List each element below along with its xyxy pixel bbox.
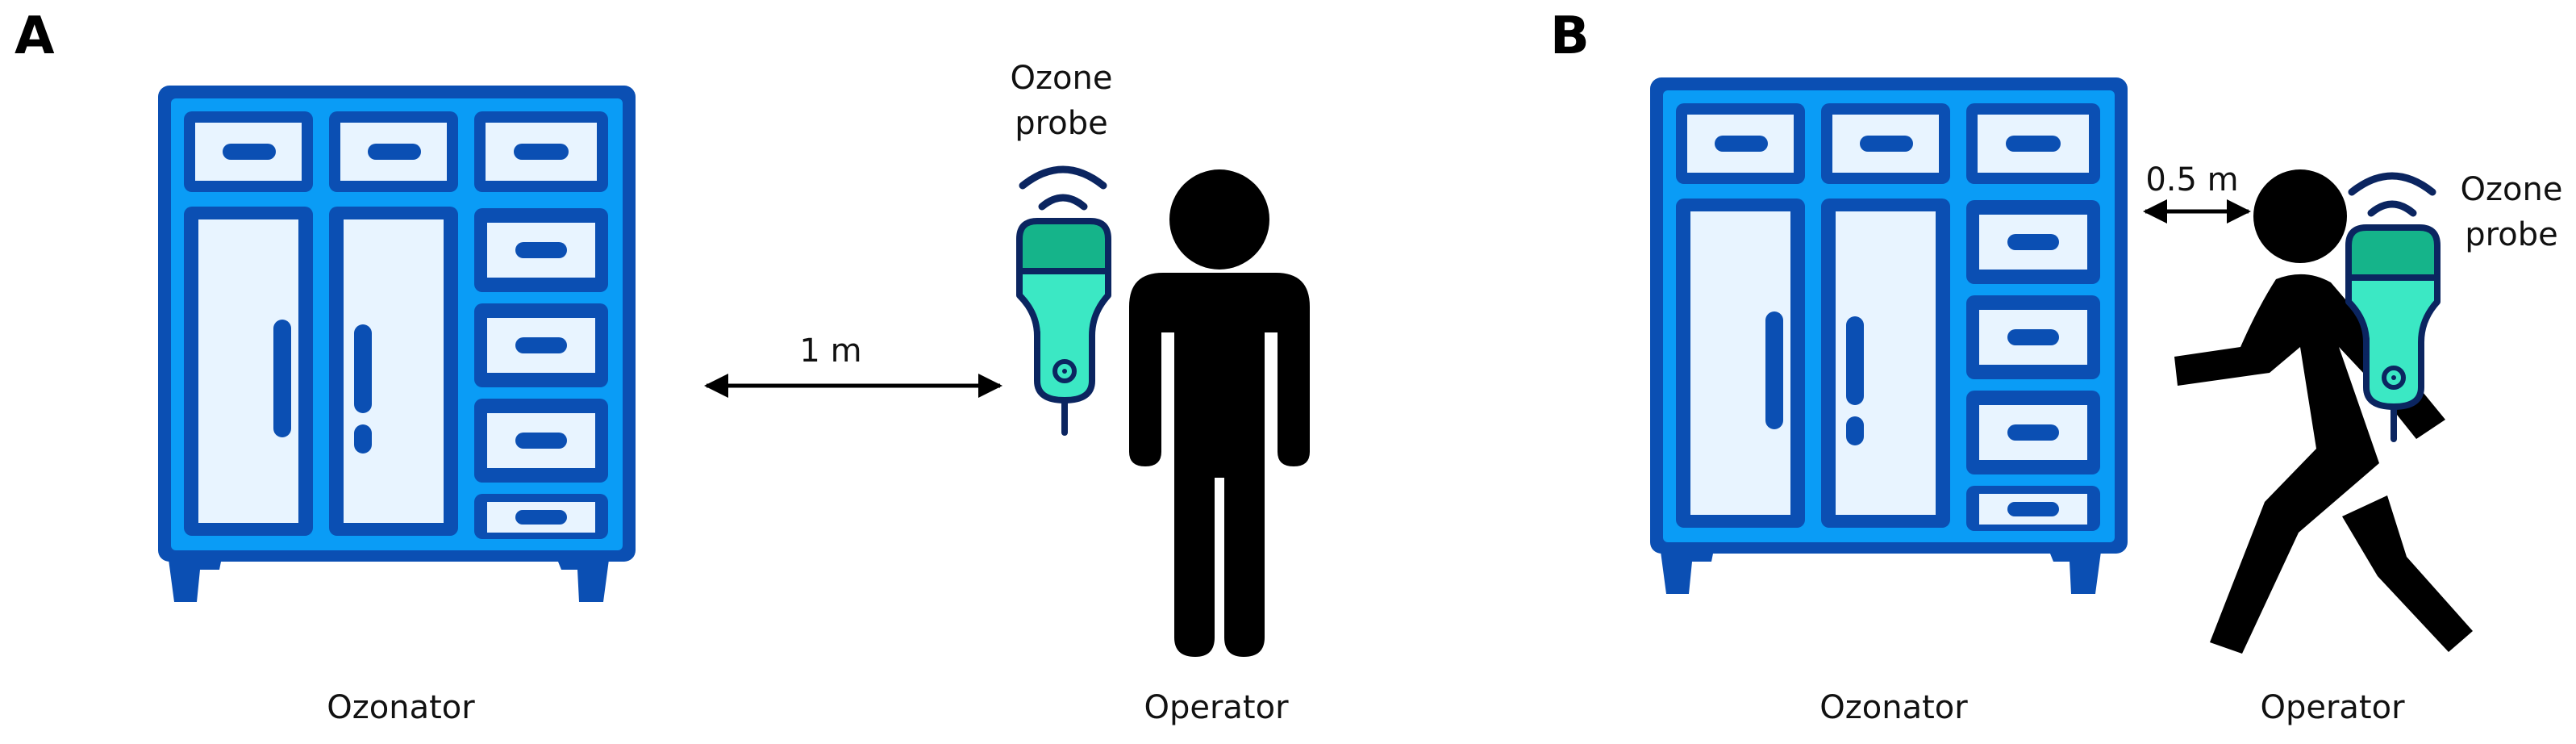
probe-label-line2: probe — [1015, 105, 1107, 142]
ozonator-cabinet-icon — [1650, 77, 2128, 594]
panel-a: A Ozonator 1 m Ozone probe Operator — [15, 6, 1310, 726]
ozonator-label: Ozonator — [327, 689, 475, 726]
probe-label-line1: Ozone — [2461, 171, 2563, 208]
panel-letter: A — [15, 6, 55, 66]
operator-label: Operator — [1144, 689, 1289, 726]
operator-label: Operator — [2260, 689, 2405, 726]
standing-person-icon — [1129, 169, 1310, 657]
panel-b: B Ozonator 0.5 m Ozone probe Operator — [1550, 6, 2562, 726]
ozonator-cabinet-icon — [158, 86, 636, 602]
panel-letter: B — [1550, 6, 1590, 66]
distance-label: 1 m — [799, 332, 861, 370]
ozonator-label: Ozonator — [1819, 689, 1968, 726]
ozone-probe-icon — [1019, 169, 1108, 433]
probe-label-line1: Ozone — [1011, 60, 1113, 97]
distance-label: 0.5 m — [2145, 161, 2238, 199]
probe-label-line2: probe — [2465, 216, 2557, 253]
